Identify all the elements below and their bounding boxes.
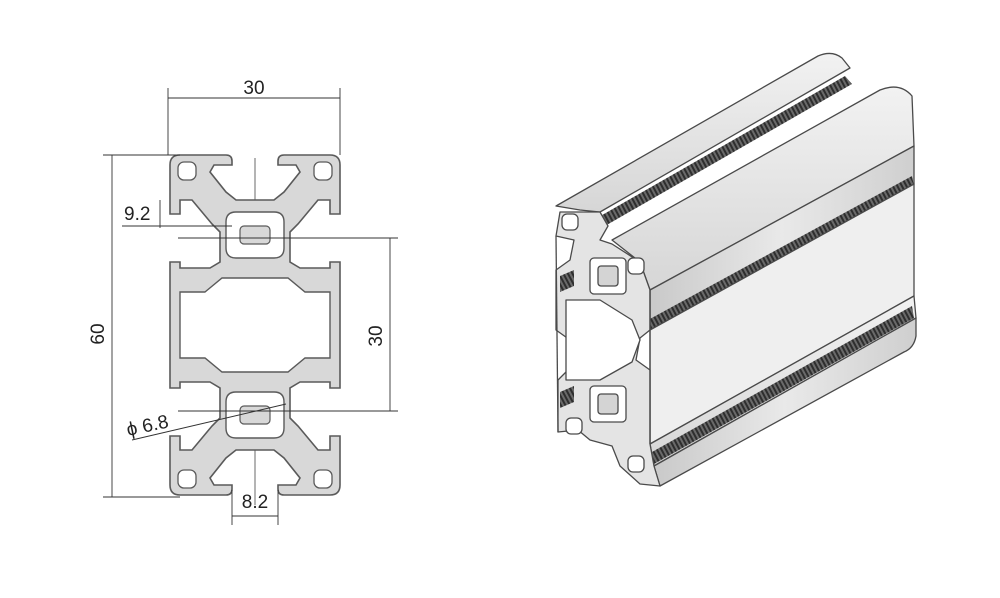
iso-left-slot-stripe xyxy=(560,270,574,292)
iso-left-slot-stripe-lower xyxy=(560,386,574,408)
dim-top-width-label: 30 xyxy=(243,78,264,99)
iso-hole-bottom-right xyxy=(627,455,645,473)
upper-core-hole xyxy=(225,211,285,259)
dim-hole-leader xyxy=(131,403,287,441)
isometric-view xyxy=(555,52,917,487)
iso-top-rail-slot xyxy=(590,76,852,230)
dim-hole-diameter-label: ϕ 6.8 xyxy=(125,412,171,441)
iso-hole-upper-core-inner xyxy=(597,265,619,287)
cross-section-view: 30 9.2 60 30 ϕ 6.8 8.2 xyxy=(88,78,398,525)
iso-hole-right-top xyxy=(627,257,645,275)
dim-center-spacing-label: 30 xyxy=(366,325,387,346)
center-cavity xyxy=(179,277,331,373)
dim-height xyxy=(103,154,180,498)
iso-hole-top-left xyxy=(561,213,579,231)
iso-right-face-lower xyxy=(653,317,917,487)
iso-hole-lower-core-inner xyxy=(597,393,619,415)
corner-hole-bottom-right xyxy=(313,469,333,489)
iso-hole-bottom-left xyxy=(565,417,583,435)
corner-hole-top-right xyxy=(313,161,333,181)
corner-hole-top-left xyxy=(177,161,197,181)
lower-core-hole xyxy=(225,391,285,439)
iso-edge-line-2 xyxy=(555,235,559,433)
iso-top-rail xyxy=(555,52,851,213)
dim-slot-width xyxy=(231,490,279,525)
dim-center-spacing xyxy=(178,237,398,412)
corner-hole-bottom-left xyxy=(177,469,197,489)
iso-center-cavity xyxy=(565,299,641,381)
dim-height-label: 60 xyxy=(88,323,109,344)
iso-lower-rail-slot xyxy=(652,306,914,464)
dim-slot-offset xyxy=(122,200,232,228)
dim-slot-offset-label: 9.2 xyxy=(124,204,150,225)
dim-slot-width-label: 8.2 xyxy=(242,492,268,513)
dim-top-width xyxy=(167,88,341,155)
iso-right-slot-upper xyxy=(648,176,914,332)
